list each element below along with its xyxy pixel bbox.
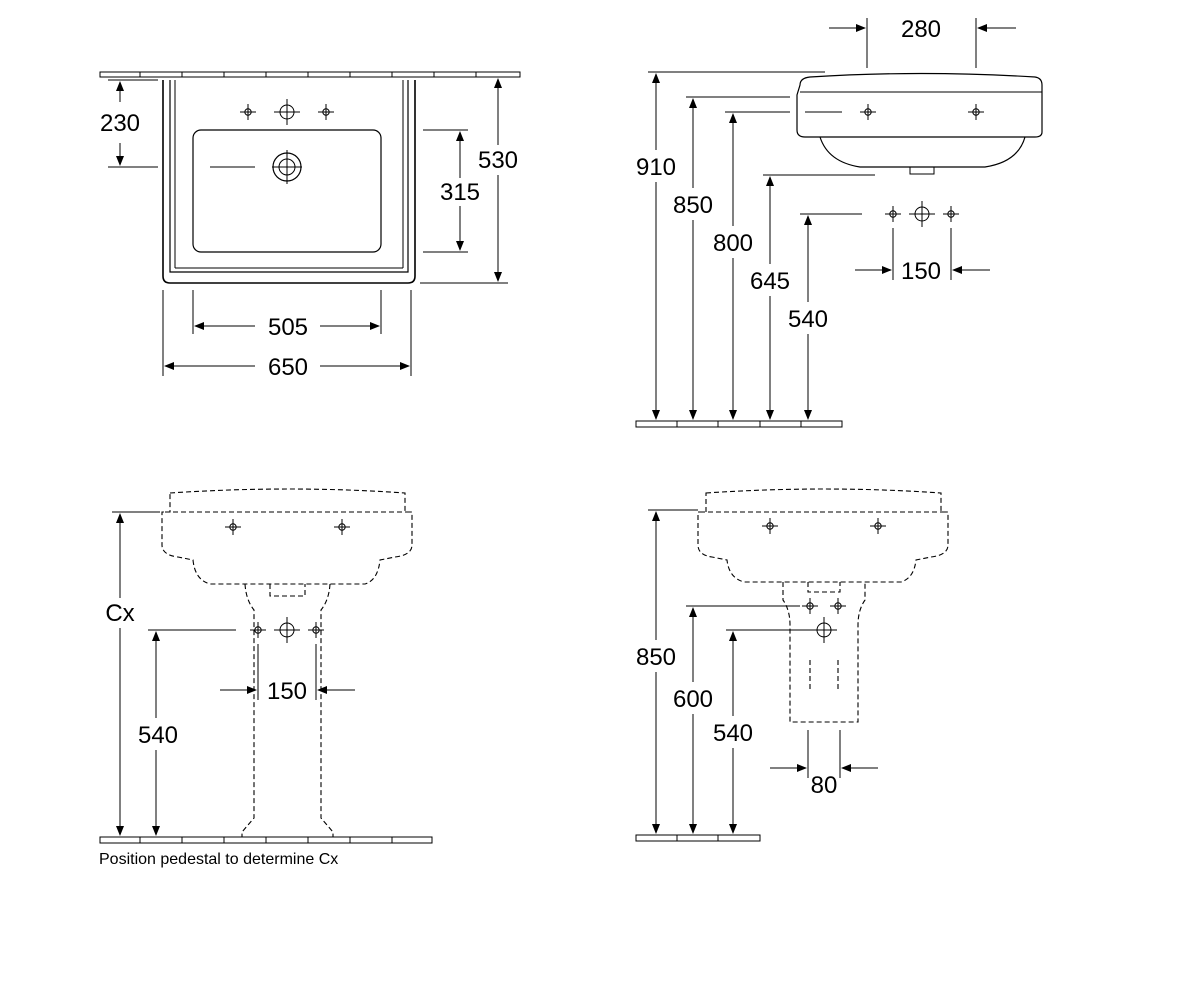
top-view: 230 530 315 505 650 (99, 71, 521, 381)
dim-910-label: 910 (636, 154, 676, 181)
bowl-outline (192, 129, 382, 253)
tap-hole-icon (224, 518, 242, 536)
tap-hole-icon (967, 103, 985, 121)
floor-line-side (635, 420, 843, 428)
dim-850-label: 850 (636, 644, 676, 671)
dim-650-label: 650 (268, 354, 308, 381)
supply-hole-icon (801, 597, 819, 615)
dim-850-label: 850 (673, 192, 713, 219)
tap-hole-icon (869, 517, 887, 535)
dim-230-label: 230 (100, 110, 140, 137)
tap-hole-icon (333, 518, 351, 536)
waste-hole-icon (908, 200, 936, 228)
tap-hole-icon (859, 103, 877, 121)
tap-hole-icon (761, 517, 779, 535)
supply-hole-icon (829, 597, 847, 615)
dim-645-label: 645 (750, 268, 790, 295)
pedestal-note: Position pedestal to determine Cx (99, 851, 338, 868)
dim-530-label: 530 (478, 147, 518, 174)
front-view-pedestal: Cx 540 150 Position pedestal to determin… (99, 488, 433, 868)
supply-hole-icon (942, 205, 960, 223)
dim-505-label: 505 (268, 314, 308, 341)
dim-280-label: 280 (901, 16, 941, 43)
dim-150-label: 150 (901, 258, 941, 285)
waste-hole-icon (810, 616, 838, 644)
floor-line-pedestal (99, 836, 433, 844)
dim-80-label: 80 (811, 772, 838, 799)
tap-hole-icon (273, 98, 301, 126)
waste-hole-icon (273, 616, 301, 644)
pedestal-dashed (241, 583, 334, 837)
dim-150-label: 150 (267, 678, 307, 705)
basin-side-profile (796, 72, 1043, 138)
tap-hole-icon (317, 103, 335, 121)
supply-hole-icon (884, 205, 902, 223)
basin-front-dashed (697, 488, 949, 583)
dim-cx-label: Cx (105, 600, 134, 627)
dim-540-label: 540 (788, 306, 828, 333)
supply-hole-icon (249, 621, 267, 639)
tap-hole-icon (239, 103, 257, 121)
supply-hole-icon (307, 621, 325, 639)
dim-315-label: 315 (440, 179, 480, 206)
dim-540-label: 540 (138, 722, 178, 749)
basin-outline (162, 80, 416, 284)
semipedestal-dashed (782, 582, 866, 723)
floor-line-semipedestal (635, 834, 761, 842)
front-view-semipedestal: 850 600 540 80 (635, 488, 949, 842)
drain-icon (272, 150, 302, 184)
dim-600-label: 600 (673, 686, 713, 713)
wall-line-top (99, 71, 521, 78)
basin-front-dashed (161, 488, 413, 585)
dim-800-label: 800 (713, 230, 753, 257)
dim-540-label: 540 (713, 720, 753, 747)
side-view-wall: 280 910 850 800 645 540 150 (635, 16, 1043, 428)
